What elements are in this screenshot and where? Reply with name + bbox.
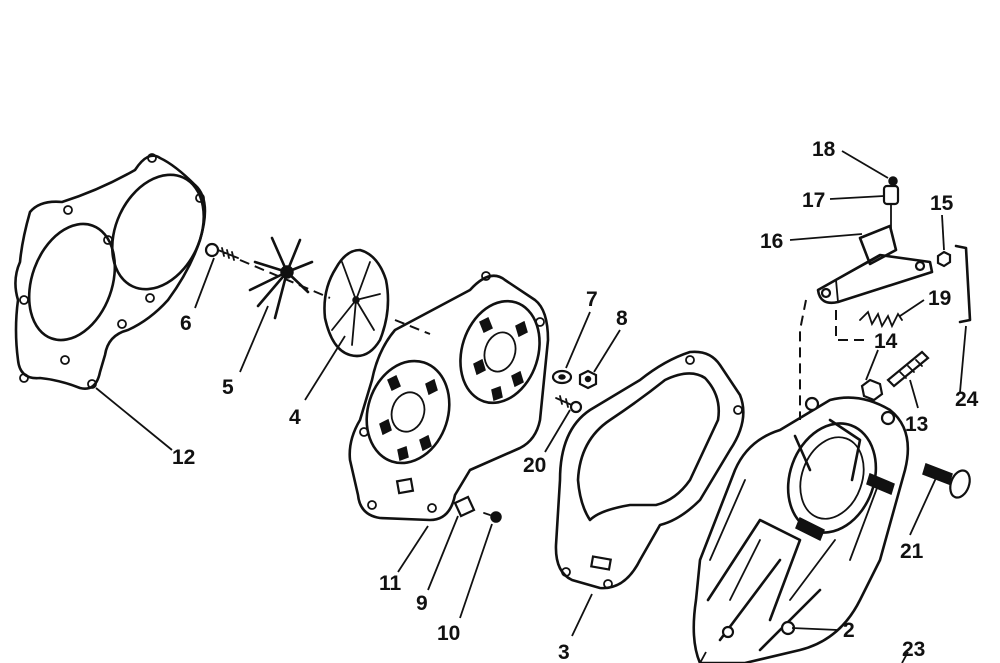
- screw-10: [483, 511, 502, 523]
- vane-plate-4: [323, 248, 390, 358]
- callout-4: 4: [289, 406, 301, 429]
- callout-10: 10: [437, 622, 460, 645]
- callout-7: 7: [586, 288, 598, 311]
- pump-body-11: [348, 271, 550, 522]
- plug-14: [860, 378, 884, 402]
- callout-2: 2: [843, 619, 855, 642]
- callout-6: 6: [180, 312, 192, 335]
- callout-16: 16: [760, 230, 783, 253]
- impeller-5: [248, 236, 314, 320]
- washer-7: [551, 369, 573, 385]
- nut-8: [578, 369, 598, 390]
- callout-23: 23: [902, 638, 925, 661]
- callout-11: 11: [379, 572, 402, 595]
- callout-18: 18: [812, 138, 836, 161]
- lever-arm-16: [816, 224, 934, 305]
- spring-19: [859, 310, 903, 329]
- callout-13: 13: [905, 413, 928, 436]
- callout-19: 19: [928, 287, 951, 310]
- screw-6: [204, 242, 239, 261]
- rod-24: [954, 244, 972, 324]
- callout-9: 9: [416, 592, 428, 615]
- screw-20: [555, 395, 583, 414]
- callout-3: 3: [558, 641, 570, 663]
- callout-20: 20: [523, 454, 546, 477]
- pump-housing: [692, 396, 910, 663]
- callout-17: 17: [802, 189, 825, 212]
- callout-15: 15: [930, 192, 954, 215]
- alignment-line: [239, 259, 431, 335]
- bushing-17: [882, 184, 900, 229]
- callout-14: 14: [874, 330, 898, 353]
- stud-13: [886, 350, 930, 388]
- callout-12: 12: [172, 446, 195, 469]
- callout-21: 21: [900, 540, 924, 563]
- leader-lines: [95, 150, 967, 663]
- nut-15: [936, 250, 952, 268]
- callout-5: 5: [222, 376, 234, 399]
- dowel-pin-9: [453, 495, 476, 518]
- callout-24: 24: [955, 388, 979, 411]
- bolt-21: [922, 463, 971, 499]
- gasket-3: [554, 350, 745, 590]
- ball-18: [888, 176, 898, 186]
- gasket-12: [14, 153, 207, 390]
- callout-8: 8: [616, 307, 628, 330]
- lever-alignment-line: [799, 299, 870, 420]
